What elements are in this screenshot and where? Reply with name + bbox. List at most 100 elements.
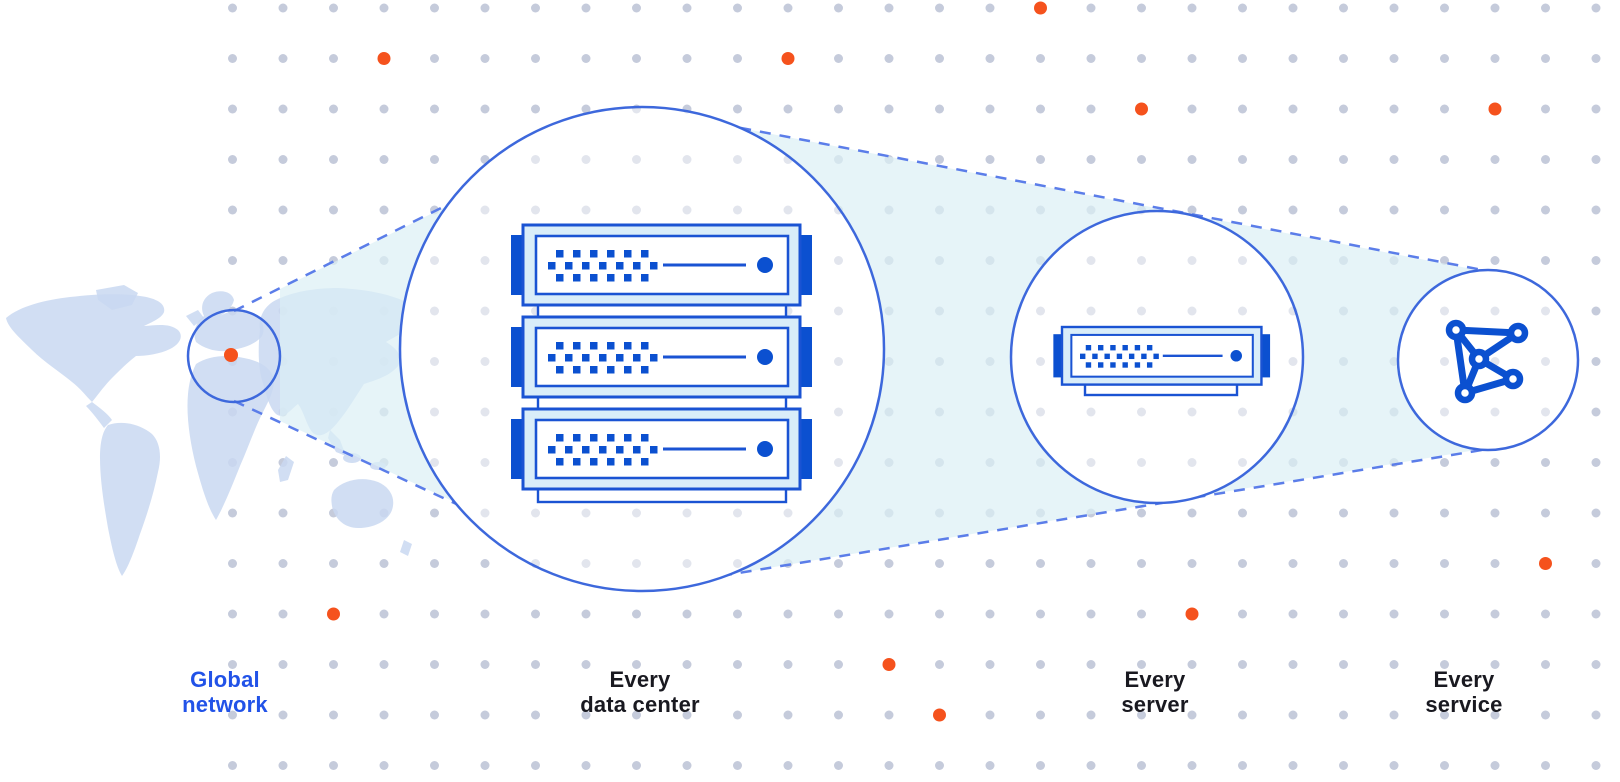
vent-square: [590, 342, 598, 350]
vent-square: [607, 366, 615, 374]
vent-square: [650, 354, 658, 362]
vent-square: [590, 458, 598, 466]
vent-square: [556, 342, 564, 350]
server-circle-outline: [1009, 209, 1305, 505]
vent-square: [582, 262, 590, 270]
vent-square: [1098, 362, 1104, 368]
vent-square: [1098, 345, 1104, 351]
server-tab-left: [511, 327, 523, 387]
label-line: data center: [580, 692, 700, 717]
vent-square: [1080, 353, 1086, 360]
label-line: server: [1121, 692, 1189, 717]
vent-square: [548, 446, 556, 454]
service-circle-outline: [1396, 268, 1580, 452]
vent-square: [565, 354, 573, 362]
vent-square: [1141, 353, 1147, 360]
vent-square: [556, 434, 564, 442]
server-tab-right: [1261, 334, 1271, 378]
graph-node: [1468, 348, 1490, 370]
vent-square: [650, 262, 658, 270]
vent-square: [607, 250, 615, 258]
vent-square: [573, 366, 581, 374]
server-unit-icon: [511, 407, 812, 491]
server-tab-left: [511, 235, 523, 295]
vent-square: [548, 262, 556, 270]
vent-square: [633, 446, 641, 454]
vent-square: [556, 250, 564, 258]
vent-square: [565, 446, 573, 454]
server-led: [757, 257, 773, 273]
accent-dot: [1185, 607, 1199, 621]
vent-square: [1092, 353, 1098, 360]
label-line: Every: [609, 667, 671, 692]
vent-square: [1122, 362, 1128, 368]
vent-square: [1110, 362, 1116, 368]
server-tab-right: [800, 419, 812, 479]
vent-square: [1110, 345, 1116, 351]
graph-edge: [1452, 326, 1522, 337]
vent-square: [607, 274, 615, 282]
dashed-guides: [233, 106, 1489, 592]
vent-square: [616, 446, 624, 454]
server-unit-icon: [1053, 325, 1271, 397]
graph-node: [1454, 382, 1476, 404]
vent-square: [650, 446, 658, 454]
server-unit-icon: [1053, 325, 1271, 386]
vent-square: [1146, 345, 1153, 351]
vent-square: [599, 354, 607, 362]
accent-dot: [377, 52, 391, 65]
vent-square: [1134, 362, 1141, 368]
map-zoom-circle-icon: [186, 308, 282, 404]
vent-square: [573, 458, 581, 466]
vent-square: [1134, 345, 1141, 351]
vent-square: [556, 458, 564, 466]
vent-square: [1153, 353, 1159, 360]
vent-square: [590, 274, 598, 282]
vent-square: [641, 434, 649, 442]
vent-square: [624, 342, 632, 350]
accent-dots: [327, 1, 1552, 722]
vent-square: [590, 434, 598, 442]
vent-square: [633, 262, 641, 270]
vent-square: [607, 434, 615, 442]
vent-square: [607, 342, 615, 350]
vent-square: [624, 274, 632, 282]
server-tab-right: [800, 327, 812, 387]
graph-node: [1502, 368, 1524, 390]
vent-square: [633, 354, 641, 362]
server-faceplate: [534, 418, 790, 480]
accent-dot: [1135, 102, 1148, 116]
vent-square: [573, 434, 581, 442]
accent-dot: [882, 658, 896, 671]
accent-dot: [327, 607, 340, 621]
server-led: [757, 441, 773, 457]
vent-square: [590, 250, 598, 258]
vent-square: [624, 250, 632, 258]
accent-dot: [1539, 557, 1552, 570]
server-faceplate: [1070, 333, 1254, 378]
vent-square: [599, 262, 607, 270]
data-center-circle-outline: [398, 105, 886, 593]
label-line: network: [182, 692, 268, 717]
vent-square: [573, 274, 581, 282]
accent-dot: [1488, 102, 1502, 116]
vent-square: [1085, 345, 1092, 351]
vent-square: [582, 446, 590, 454]
graph-node: [1445, 319, 1467, 341]
vent-square: [1085, 362, 1092, 368]
vent-square: [1128, 353, 1135, 360]
vent-square: [548, 354, 556, 362]
label-global-network: Global network: [182, 667, 268, 717]
server-tab-left: [1053, 334, 1062, 378]
vent-square: [1146, 362, 1153, 368]
vent-square: [565, 262, 573, 270]
label-line: Global: [190, 667, 260, 692]
network-graph-icon: [1445, 319, 1529, 404]
accent-dot: [1034, 1, 1047, 15]
vent-square: [607, 458, 615, 466]
label-every-service: Every service: [1425, 667, 1502, 717]
server-led: [1230, 350, 1242, 362]
graph-node: [1507, 322, 1529, 344]
